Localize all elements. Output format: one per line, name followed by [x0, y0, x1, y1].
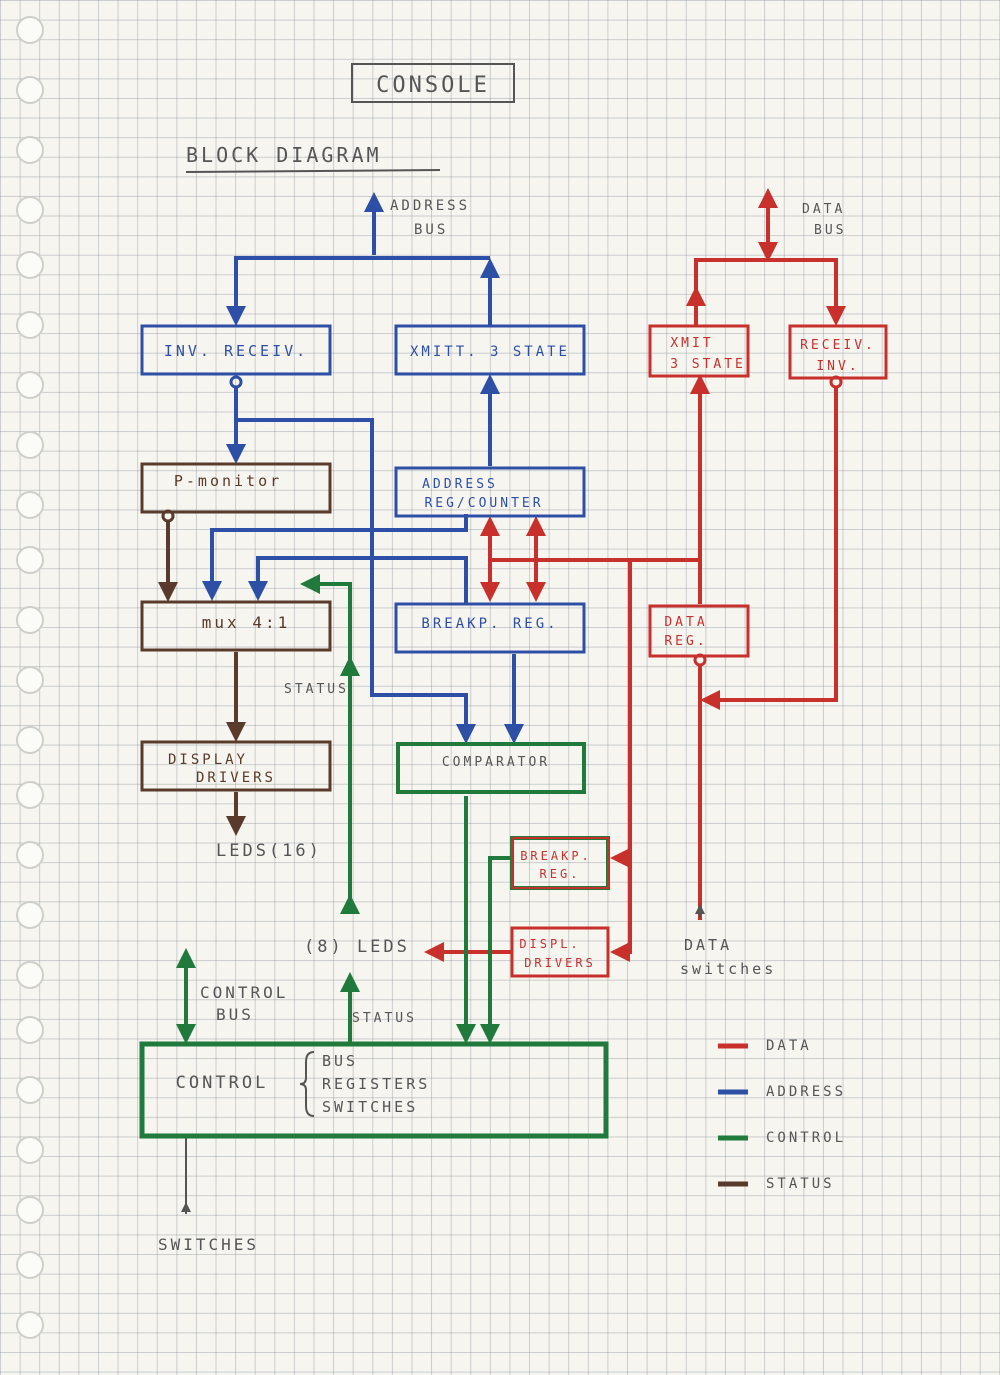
block-mux: mux 4:1: [140, 600, 332, 652]
legend-label: CONTROL: [766, 1130, 846, 1146]
block-displ-drivers: DISPL. DRIVERS: [510, 926, 610, 978]
leds16-label: LEDS(16): [216, 841, 322, 861]
block-data-reg: DATA REG.: [648, 604, 750, 658]
svg-text:XMIT: XMIT: [670, 336, 713, 351]
svg-text:DATA: DATA: [664, 615, 707, 630]
data-switches-label: DATA: [684, 936, 732, 954]
data-bus-label: DATA: [802, 202, 845, 217]
status-label-a: STATUS: [284, 682, 349, 697]
block-breakp-reg: BREAKP. REG.: [394, 602, 586, 654]
switches-label: SWITCHES: [158, 1235, 259, 1254]
svg-text:XMITT. 3 STATE: XMITT. 3 STATE: [410, 344, 570, 360]
svg-text:DRIVERS: DRIVERS: [524, 956, 596, 970]
svg-text:COMPARATOR: COMPARATOR: [442, 755, 550, 770]
legend-label: STATUS: [766, 1176, 835, 1192]
svg-text:3 STATE: 3 STATE: [670, 357, 746, 372]
inv-receiv-bubble: [229, 375, 243, 389]
svg-text:INV.: INV.: [816, 359, 859, 374]
block-receiv-inv: RECEIV. INV.: [788, 324, 888, 380]
svg-text:REG.: REG.: [540, 867, 581, 881]
svg-text:INV. RECEIV.: INV. RECEIV.: [164, 342, 308, 360]
block-control: CONTROL BUS REGISTERS SWITCHES: [139, 1041, 609, 1139]
address-bus-label: ADDRESS: [390, 198, 470, 214]
block-xmitt-3state: XMITT. 3 STATE: [394, 324, 586, 376]
legend: DATA ADDRESS CONTROL STATUS: [718, 1038, 846, 1192]
svg-text:REG.: REG.: [664, 634, 707, 649]
block-xmit-3state: XMIT 3 STATE: [648, 324, 750, 378]
legend-label: ADDRESS: [766, 1084, 846, 1100]
page-title: CONSOLE: [376, 73, 490, 98]
address-wires: [202, 192, 524, 744]
legend-label: DATA: [766, 1038, 812, 1054]
subtitle-underline: [185, 169, 441, 173]
block-inv-receiv: INV. RECEIV.: [140, 324, 332, 376]
svg-text:DISPLAY: DISPLAY: [168, 752, 248, 768]
control-bus-label-2: BUS: [216, 1005, 254, 1024]
page-subtitle: BLOCK DIAGRAM: [186, 143, 382, 167]
block-p-monitor: P-monitor: [140, 462, 332, 514]
leds8-label: (8) LEDS: [304, 937, 410, 957]
data-bus-label-2: BUS: [814, 223, 846, 238]
svg-text:BREAKP.: BREAKP.: [520, 849, 592, 863]
control-wires: [176, 574, 512, 1044]
data-wires: [424, 188, 846, 962]
block-breakp-reg-2: BREAKP. REG.: [510, 836, 610, 890]
svg-text:RECEIV.: RECEIV.: [800, 338, 876, 353]
data-switches-label-2: switches: [680, 960, 776, 978]
svg-text:REG/COUNTER: REG/COUNTER: [424, 496, 543, 511]
svg-text:BUS: BUS: [322, 1052, 358, 1070]
address-bus-label-2: BUS: [414, 222, 448, 238]
svg-text:CONTROL: CONTROL: [176, 1073, 269, 1093]
svg-text:BREAKP. REG.: BREAKP. REG.: [421, 616, 558, 632]
binder-holes: [16, 16, 44, 1339]
control-bus-label: CONTROL: [200, 983, 288, 1002]
svg-text:REGISTERS: REGISTERS: [322, 1075, 430, 1093]
block-display-drivers: DISPLAY DRIVERS: [140, 740, 332, 792]
svg-text:SWITCHES: SWITCHES: [322, 1098, 418, 1116]
svg-text:DISPL.: DISPL.: [519, 937, 580, 951]
status-wires: [158, 522, 246, 836]
block-comparator: COMPARATOR: [396, 742, 586, 794]
block-address-reg: ADDRESS REG/COUNTER: [394, 466, 586, 518]
title-box: [351, 63, 515, 103]
svg-text:ADDRESS: ADDRESS: [422, 477, 498, 492]
svg-text:P-monitor: P-monitor: [174, 472, 282, 490]
svg-text:DRIVERS: DRIVERS: [196, 770, 276, 786]
status-label-b: STATUS: [352, 1011, 417, 1026]
free-labels: ADDRESS BUS DATA BUS LEDS(16) STATUS (8)…: [158, 198, 846, 1254]
svg-text:mux 4:1: mux 4:1: [202, 613, 290, 632]
